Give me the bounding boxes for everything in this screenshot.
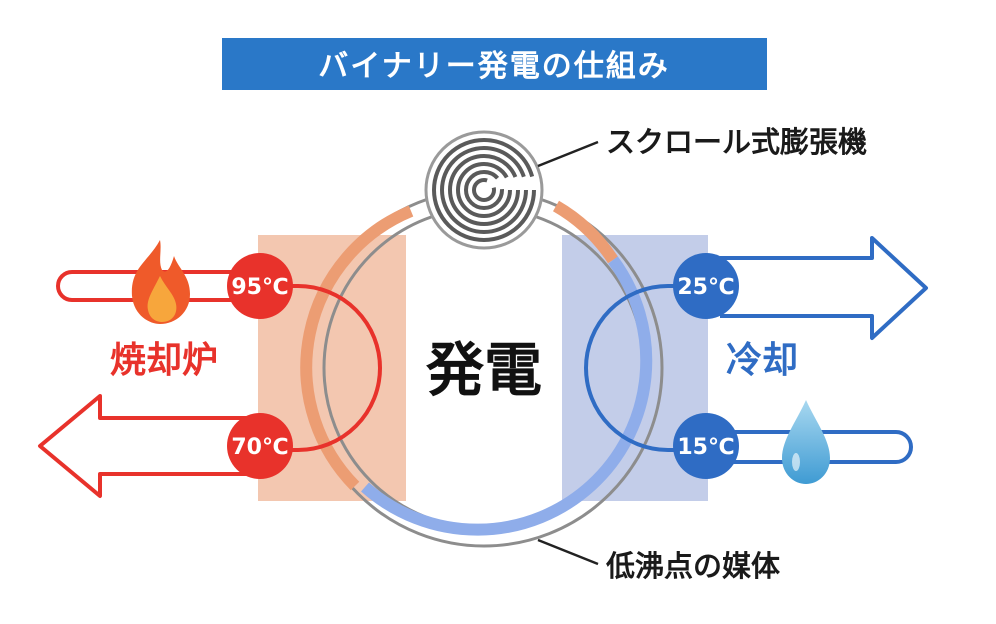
water-drop-icon [782, 400, 830, 484]
hot-inlet-temp: 95℃ [231, 275, 288, 300]
hot-inlet-badge: 95℃ [227, 253, 293, 319]
medium-leader-line [537, 538, 599, 566]
spiral-icon [432, 138, 536, 242]
expander-leader-line [537, 140, 599, 168]
diagram-title: バイナリー発電の仕組み [318, 49, 669, 84]
cold-side-label: 冷却 [726, 340, 798, 381]
cold-inlet-temp: 15℃ [677, 435, 734, 460]
scroll-expander [424, 130, 544, 250]
expander-label: スクロール式膨張機 [606, 125, 867, 159]
cold-outlet-temp: 25℃ [677, 275, 734, 300]
hot-outlet-temp: 70℃ [231, 435, 288, 460]
hot-side-label: 焼却炉 [110, 340, 218, 381]
flame-icon [131, 240, 190, 324]
cold-inlet-badge: 15℃ [673, 413, 739, 479]
hot-outlet-badge: 70℃ [227, 413, 293, 479]
medium-label: 低沸点の媒体 [605, 549, 781, 583]
cold-outlet-badge: 25℃ [673, 253, 739, 319]
title-bar: バイナリー発電の仕組み [222, 38, 767, 90]
center-label: 発電 [426, 336, 542, 404]
